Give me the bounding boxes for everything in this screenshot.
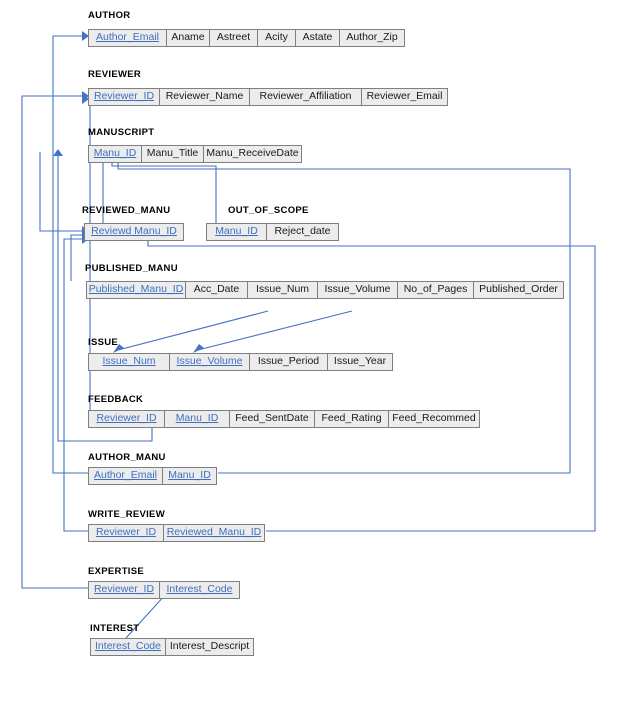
table-title-reviewed_manu: REVIEWED_MANU: [82, 205, 171, 216]
arrowhead-issue-volume: [193, 344, 204, 353]
pk-column-issue-volume: Issue_Volume: [170, 353, 250, 371]
column-reviewer-affiliation: Reviewer_Affiliation: [250, 88, 362, 106]
column-astreet: Astreet: [210, 29, 258, 47]
pk-column-interest-code: Interest_Code: [160, 581, 240, 599]
table-title-interest: INTEREST: [90, 623, 140, 634]
table-title-write_review: WRITE_REVIEW: [88, 509, 165, 520]
table-title-issue: ISSUE: [88, 337, 119, 348]
column-manu-receivedate: Manu_ReceiveDate: [204, 145, 302, 163]
column-feed-rating: Feed_Rating: [315, 410, 389, 428]
table-reviewed_manu: Reviewd Manu_ID: [84, 223, 184, 241]
column-no-of-pages: No_of_Pages: [398, 281, 474, 299]
table-title-author: AUTHOR: [88, 10, 131, 21]
pk-column-reviewer-id: Reviewer_ID: [88, 88, 160, 106]
edge-published-to-reviewedmanu: [70, 234, 82, 281]
pk-column-reviewer-id: Reviewer_ID: [88, 524, 164, 542]
pk-column-reviewer-id: Reviewer_ID: [88, 410, 165, 428]
column-reviewer-email: Reviewer_Email: [362, 88, 448, 106]
edge-manuscript-rail-a: [39, 152, 82, 232]
table-title-manuscript: MANUSCRIPT: [88, 127, 155, 138]
pk-column-published-manu-id: Published_Manu_ID: [86, 281, 186, 299]
pk-column-manu-id: Manu_ID: [165, 410, 230, 428]
arrowhead-manuscript-4: [53, 149, 63, 156]
table-title-reviewer: REVIEWER: [88, 69, 142, 80]
table-title-feedback: FEEDBACK: [88, 394, 144, 405]
pk-column-manu-id: Manu_ID: [206, 223, 267, 241]
column-feed-recommed: Feed_Recommed: [389, 410, 480, 428]
column-author-zip: Author_Zip: [340, 29, 405, 47]
column-acc-date: Acc_Date: [186, 281, 248, 299]
table-title-out_of_scope: OUT_OF_SCOPE: [228, 205, 309, 216]
column-reviewer-name: Reviewer_Name: [160, 88, 250, 106]
table-title-expertise: EXPERTISE: [88, 566, 145, 577]
edge-writereview-reviewer: [63, 238, 88, 532]
pk-column-issue-num: Issue_Num: [88, 353, 170, 371]
column-issue-volume: Issue_Volume: [318, 281, 398, 299]
pk-column-reviewed-manu-id: Reviewed_Manu_ID: [164, 524, 265, 542]
edge-issuevolume-to-issue: [197, 310, 353, 351]
column-issue-num: Issue_Num: [248, 281, 318, 299]
column-acity: Acity: [258, 29, 296, 47]
pk-column-reviewd-manu-id: Reviewd Manu_ID: [84, 223, 184, 241]
pk-column-manu-id: Manu_ID: [88, 145, 142, 163]
column-interest-descript: Interest_Descript: [166, 638, 254, 656]
pk-column-manu-id: Manu_ID: [163, 467, 217, 485]
column-aname: Aname: [167, 29, 210, 47]
column-reject-date: Reject_date: [267, 223, 339, 241]
column-issue-period: Issue_Period: [250, 353, 328, 371]
edge-expertise-to-reviewer: [21, 95, 88, 589]
column-published-order: Published_Order: [474, 281, 564, 299]
column-astate: Astate: [296, 29, 340, 47]
edge-issuenum-to-issue: [117, 310, 269, 351]
pk-column-author-email: Author_Email: [88, 29, 167, 47]
edge-author-manu-to-author: [52, 35, 88, 474]
column-issue-year: Issue_Year: [328, 353, 393, 371]
pk-column-reviewer-id: Reviewer_ID: [88, 581, 160, 599]
pk-column-interest-code: Interest_Code: [90, 638, 166, 656]
column-feed-sentdate: Feed_SentDate: [230, 410, 315, 428]
table-title-author_manu: AUTHOR_MANU: [88, 452, 166, 463]
table-title-published_manu: PUBLISHED_MANU: [85, 263, 178, 274]
column-manu-title: Manu_Title: [142, 145, 204, 163]
pk-column-author-email: Author_Email: [88, 467, 163, 485]
